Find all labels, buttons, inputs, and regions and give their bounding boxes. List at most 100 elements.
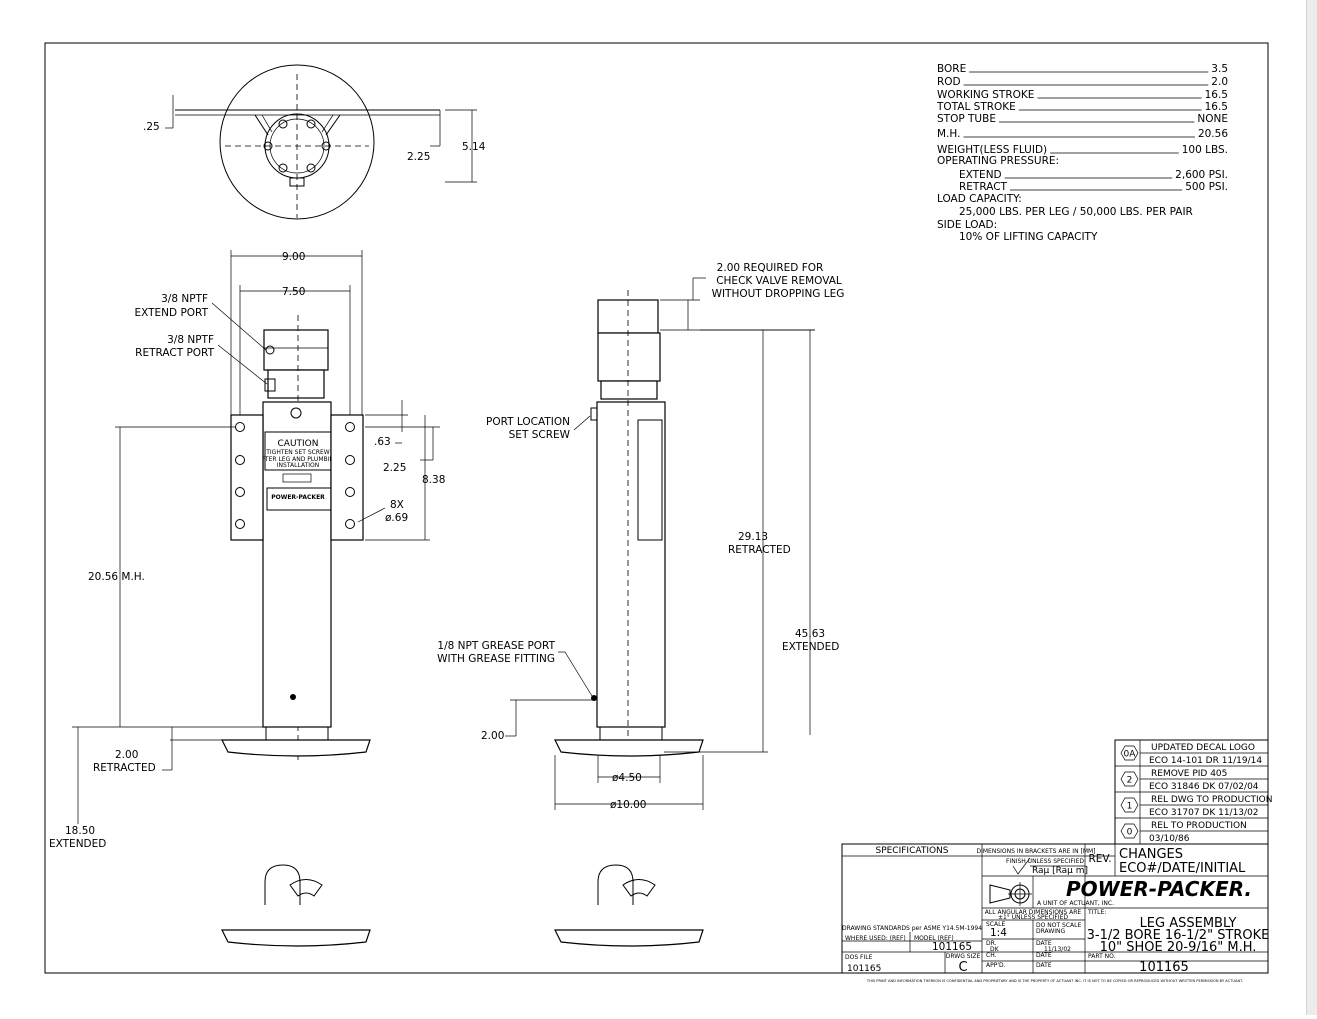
callout-req-1: 2.00 REQUIRED FOR	[717, 262, 824, 274]
svg-text:±1° UNLESS SPECIFIED: ±1° UNLESS SPECIFIED	[998, 914, 1068, 921]
spec-label: STOP TUBE	[937, 113, 996, 125]
dim-4563: 45.63	[795, 628, 825, 640]
svg-text:DATE: DATE	[1036, 962, 1052, 969]
svg-text:DATE: DATE	[1036, 940, 1052, 947]
spec-label: SIDE LOAD:	[937, 219, 997, 231]
dim-retracted-a: RETRACTED	[93, 762, 156, 774]
part-number: 101165	[1139, 960, 1189, 975]
svg-text:A UNIT OF ACTUANT, INC.: A UNIT OF ACTUANT, INC.	[1037, 900, 1114, 907]
svg-text:INSTALLATION: INSTALLATION	[277, 462, 319, 469]
spec-label: TOTAL STROKE	[936, 101, 1016, 113]
svg-text:DO NOT SCALE: DO NOT SCALE	[1036, 922, 1081, 929]
dim-mh: 20.56 M.H.	[88, 571, 145, 583]
rev-id: 2	[1127, 776, 1133, 786]
drawing-title-2: 3-1/2 BORE 16-1/2" STROKE	[1087, 928, 1270, 943]
spec-label: 25,000 LBS. PER LEG / 50,000 LBS. PER PA…	[959, 206, 1193, 218]
callout-grease-1: 1/8 NPT GREASE PORT	[437, 640, 555, 652]
rev-description: REL TO PRODUCTION	[1151, 821, 1247, 831]
rev-eco: ECO 31707 DK 11/13/02	[1149, 808, 1259, 818]
rev-hexagon-icon	[1120, 745, 1139, 761]
rev-hexagon-icon	[1120, 797, 1139, 813]
spec-label: M.H.	[937, 128, 960, 140]
rev-description: REMOVE PID 405	[1151, 769, 1227, 779]
svg-text:WHERE USED: (REF): WHERE USED: (REF)	[845, 935, 906, 942]
svg-text:DRAWING: DRAWING	[1036, 928, 1066, 935]
spec-label: RETRACT	[959, 181, 1008, 193]
dim-225: 2.25	[383, 462, 406, 474]
revision-row: 0 REL TO PRODUCTION 03/10/86	[1120, 821, 1247, 844]
callout-extend-port-2: EXTEND PORT	[134, 307, 208, 319]
drawing-size: C	[958, 960, 967, 975]
scale-value: 1:4	[990, 927, 1007, 939]
dim-top-025: .25	[143, 121, 160, 133]
svg-text:SPECIFICATIONS: SPECIFICATIONS	[875, 846, 948, 856]
scrollbar-track[interactable]	[1306, 0, 1317, 1015]
dim-extended-b: EXTENDED	[782, 641, 839, 653]
callout-setscrew-2: SET SCREW	[509, 429, 571, 441]
dim-069: ø.69	[385, 512, 408, 524]
svg-text:TIGHTEN SET SCREW: TIGHTEN SET SCREW	[265, 449, 330, 456]
spec-value: 2,600 PSI.	[1175, 169, 1228, 181]
svg-text:DRAWING STANDARDS per ASME Y14: DRAWING STANDARDS per ASME Y14.5M-1994	[842, 925, 982, 932]
spec-value: NONE	[1197, 113, 1228, 125]
dos-file: 101165	[847, 964, 881, 974]
dim-200-a: 2.00	[115, 749, 138, 761]
spec-value: 500 PSI.	[1185, 181, 1228, 193]
confidential-notice: THIS PRINT AND INFORMATION THEREON IS CO…	[866, 979, 1243, 983]
title-block: SPECIFICATIONS DIMENSIONS IN BRACKETS AR…	[841, 843, 1270, 983]
dim-838: 8.38	[422, 474, 445, 486]
svg-text:PART NO.: PART NO.	[1088, 953, 1116, 960]
spec-value: 100 LBS.	[1182, 144, 1228, 156]
decal-caution: CAUTION	[278, 439, 319, 449]
spec-value: 16.5	[1205, 101, 1228, 113]
callout-grease-2: WITH GREASE FITTING	[437, 653, 555, 665]
spec-value: 2.0	[1211, 76, 1228, 88]
dim-extended-a: EXTENDED	[49, 838, 106, 850]
dim-8x: 8X	[390, 499, 404, 511]
dim-2913: 29.13	[738, 531, 768, 543]
callout-req-2: CHECK VALVE REMOVAL	[716, 275, 842, 287]
drawing-title-3: 10" SHOE 20-9/16" M.H.	[1100, 940, 1257, 955]
callout-setscrew-1: PORT LOCATION	[486, 416, 570, 428]
callout-extend-port-1: 3/8 NPTF	[161, 293, 208, 305]
svg-text:AFTER LEG AND PLUMBING: AFTER LEG AND PLUMBING	[257, 456, 338, 463]
spec-label: WORKING STROKE	[937, 89, 1034, 101]
rev-eco: ECO 31846 DK 07/02/04	[1149, 782, 1259, 792]
svg-text:DK: DK	[990, 946, 1000, 953]
spec-label: LOAD CAPACITY:	[937, 193, 1022, 205]
model-number: 101165	[932, 941, 972, 953]
svg-text:DRWG SIZE: DRWG SIZE	[946, 953, 981, 960]
dim-retracted-b: RETRACTED	[728, 544, 791, 556]
dim-1850: 18.50	[65, 825, 95, 837]
svg-text:SCALE: SCALE	[986, 921, 1005, 928]
spec-value: 16.5	[1205, 89, 1228, 101]
svg-text:DOS FILE: DOS FILE	[845, 954, 873, 961]
spec-value: 20.56	[1198, 128, 1228, 140]
dim-750: 7.50	[282, 286, 305, 298]
rev-hexagon-icon	[1120, 823, 1139, 839]
dim-top-514: 5.14	[462, 141, 486, 153]
rev-eco: ECO 14-101 DR 11/19/14	[1149, 756, 1262, 766]
rev-eco: 03/10/86	[1149, 834, 1190, 844]
svg-text:ECO#/DATE/INITIAL: ECO#/DATE/INITIAL	[1119, 861, 1246, 876]
dim-450: ø4.50	[612, 772, 642, 784]
svg-text:DR.: DR.	[986, 940, 997, 947]
svg-text:Raμ [Raμ m]: Raμ [Raμ m]	[1032, 866, 1088, 876]
dim-200-b: 2.00	[481, 730, 504, 742]
callout-retract-port-2: RETRACT PORT	[135, 347, 214, 359]
svg-text:DIMENSIONS IN BRACKETS ARE IN: DIMENSIONS IN BRACKETS ARE IN [MM]	[976, 848, 1095, 855]
rev-description: UPDATED DECAL LOGO	[1151, 743, 1255, 753]
dim-1000: ø10.00	[610, 799, 646, 811]
svg-text:APP'D.: APP'D.	[986, 962, 1006, 969]
drawing-border	[44, 42, 1269, 974]
side-view: 2.00 REQUIRED FOR CHECK VALVE REMOVAL WI…	[437, 262, 844, 947]
rev-id: 1	[1127, 802, 1133, 812]
rev-id: 0	[1127, 828, 1133, 838]
dim-063: .63	[374, 436, 391, 448]
